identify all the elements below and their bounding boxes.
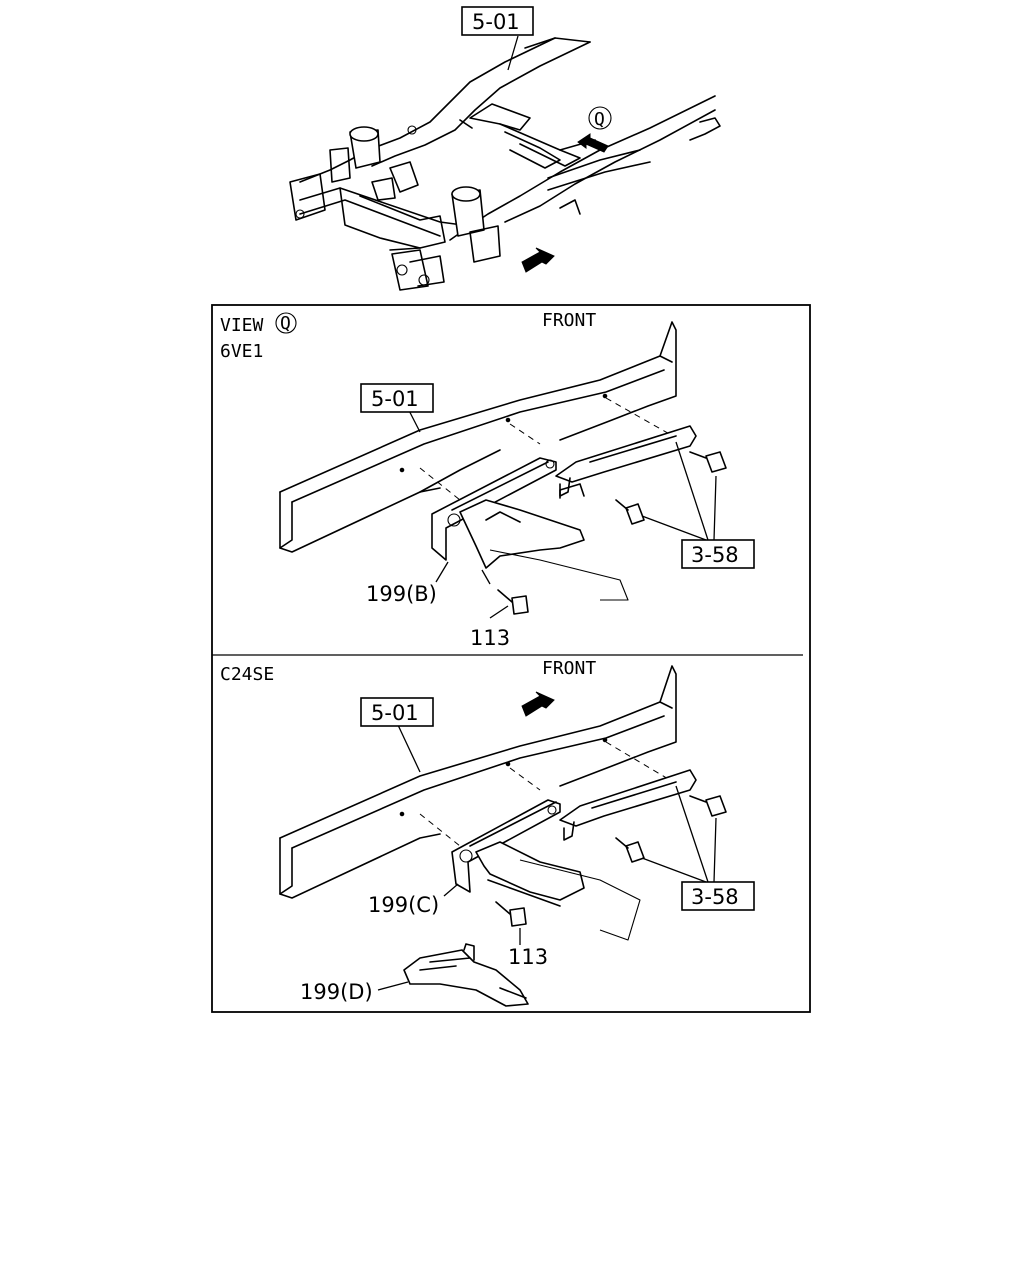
view-heading: VIEW: [220, 315, 264, 336]
panel2-frame-ref-box: [360, 697, 434, 727]
engine-c24se: C24SE: [220, 664, 274, 685]
front-label-2: FRONT: [542, 658, 596, 679]
panel2-bracket-ref: 199(C): [368, 893, 439, 917]
panel2-frame-ref: 5-01: [371, 701, 419, 725]
top-ref-label: 5-01: [472, 10, 520, 34]
view-box: [211, 304, 811, 1013]
panel1-frame-ref-box: [360, 383, 434, 413]
panel2-extra-part: 199(D): [300, 980, 373, 1004]
bolt-upper: [689, 451, 727, 473]
panel2-bolt-ref-box: [681, 881, 755, 911]
panel1-bolt-ref-box: [681, 539, 755, 569]
panel-6ve1: 6VE1 FRONT: [220, 247, 727, 619]
view-marker-q: Q: [594, 109, 605, 130]
panel2-bolt-part: 113: [508, 945, 548, 969]
bolt-113: [497, 589, 529, 615]
panel1-bolt-ref: 3-58: [691, 543, 739, 567]
panel1-frame-ref: 5-01: [371, 387, 419, 411]
panel-c24se: C24SE FRONT: [220, 658, 727, 1007]
part-199d: [377, 943, 529, 1007]
view-heading-marker: Q: [280, 313, 291, 334]
front-label: FRONT: [542, 310, 596, 331]
bolt-lower: [615, 499, 645, 525]
chassis-overview: Q: [289, 35, 721, 291]
panel2-bolt-ref: 3-58: [691, 885, 739, 909]
top-ref-box: [461, 6, 534, 36]
panel1-bracket-ref: 199(B): [366, 582, 437, 606]
engine-6ve1: 6VE1: [220, 341, 263, 362]
panel1-bolt-part: 113: [470, 626, 510, 650]
